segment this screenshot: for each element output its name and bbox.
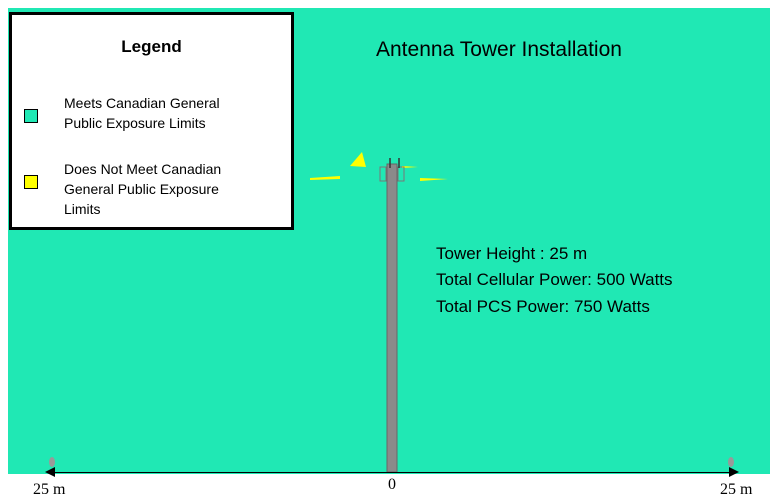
exceed-zone-right-sliver (420, 178, 448, 181)
scale-arrow-left (45, 467, 55, 477)
exceed-zone-left-flag (350, 152, 366, 167)
scale-label-left: 25 m (33, 481, 66, 498)
exceed-zone-top-sliver (402, 166, 418, 168)
antenna-mount-right (397, 166, 405, 182)
legend-label-meets: Meets Canadian General Public Exposure L… (64, 95, 220, 131)
info-tower-height: Tower Height : 25 m (436, 244, 588, 263)
scale-label-center: 0 (388, 476, 396, 493)
marker-left (49, 457, 55, 467)
legend-swatch-yellow (24, 175, 38, 189)
scale-line (52, 472, 732, 473)
antenna-mount-left (379, 166, 387, 182)
diagram-title: Antenna Tower Installation (376, 38, 622, 61)
legend-label-does-not-meet: Does Not Meet Canadian General Public Ex… (64, 161, 222, 217)
info-pcs-power: Total PCS Power: 750 Watts (436, 297, 650, 316)
info-cellular-power: Total Cellular Power: 500 Watts (436, 270, 673, 289)
legend-box: Legend Meets Canadian General Public Exp… (9, 12, 294, 230)
scale-arrow-right (729, 467, 739, 477)
exceed-zone-left-sliver (310, 176, 340, 180)
tower-mast (386, 163, 398, 473)
legend-swatch-green (24, 109, 38, 123)
scale-label-right: 25 m (720, 481, 753, 498)
marker-right (728, 457, 734, 467)
legend-title: Legend (121, 37, 182, 56)
